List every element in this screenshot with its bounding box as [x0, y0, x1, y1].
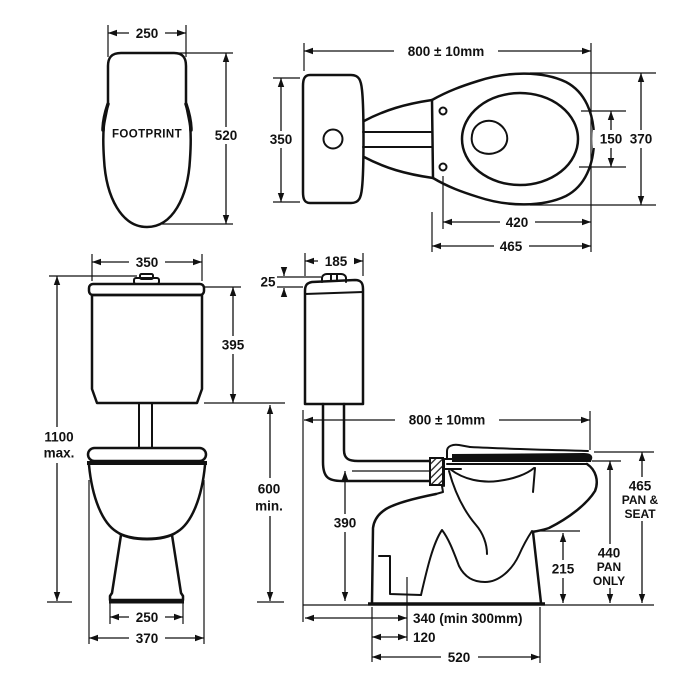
plan-hinge-top — [438, 106, 448, 116]
dim-plan-pan-width-label: 370 — [630, 132, 653, 147]
footprint-label-bg — [115, 127, 179, 142]
plan-view: 800 ± 10mm 350 150 370 420 — [263, 43, 658, 255]
dim-front-base-width: 250 — [109, 603, 184, 625]
dim-front-cistern-width: 350 — [91, 254, 203, 281]
dim-side-outlet-setout: 340 (min 300mm) — [305, 611, 523, 626]
front-view: 350 395 1100 max. 600 min. — [39, 254, 290, 646]
dim-front-overall-height-label2: max. — [44, 446, 75, 461]
footprint-view: FOOTPRINT 250 520 — [101, 25, 244, 229]
side-inlet-lines — [435, 458, 462, 495]
footprint-corner-right — [184, 102, 193, 132]
dim-side-outlet-setout-label: 340 (min 300mm) — [413, 611, 523, 626]
dim-front-clearance-label2: min. — [255, 499, 283, 514]
dim-front-base-width-label: 250 — [136, 610, 159, 625]
dim-plan-cistern-width: 350 — [263, 77, 300, 203]
dim-plan-overall-label: 800 ± 10mm — [408, 44, 484, 59]
dim-side-pan-height-label1: 440 — [598, 546, 621, 561]
dim-side-overall: 800 ± 10mm — [302, 410, 591, 622]
side-seat-band — [452, 453, 593, 462]
dim-side-seat-height-label2: PAN & — [622, 493, 659, 507]
dim-side-button-height-label: 25 — [260, 275, 276, 290]
dim-side-pan-height-label3: ONLY — [593, 574, 625, 588]
dim-side-pan-height: 440 PAN ONLY — [587, 460, 632, 603]
dim-front-overall-height-label1: 1100 — [44, 430, 73, 445]
dim-side-overall-label: 800 ± 10mm — [409, 413, 485, 428]
dim-footprint-depth-label: 520 — [215, 128, 238, 143]
footprint-label: FOOTPRINT — [112, 129, 182, 141]
front-flush-button — [139, 273, 154, 280]
dim-side-seat-height-label3: SEAT — [624, 507, 656, 521]
dim-front-pan-width: 370 — [88, 480, 205, 646]
dim-plan-pan-length-label: 465 — [500, 239, 523, 254]
dim-side-seat-height: 465 PAN & SEAT — [594, 451, 665, 603]
dim-side-cistern-depth-label: 185 — [325, 254, 348, 269]
dim-side-button-height: 25 — [260, 267, 321, 297]
dim-plan-hinge-to-front: 420 — [442, 176, 591, 231]
dim-front-cistern-width-label: 350 — [136, 255, 159, 270]
dim-plan-overall: 800 ± 10mm — [303, 43, 592, 252]
dim-side-base-depth-label: 520 — [448, 650, 471, 665]
front-cistern-body — [90, 293, 204, 405]
side-pan-left — [370, 492, 438, 605]
side-lid-nose — [446, 443, 471, 460]
footprint-corner-left — [101, 102, 110, 132]
side-lid-top — [469, 446, 589, 452]
dim-side-pan-height-label2: PAN — [597, 560, 621, 574]
front-seat-band — [87, 461, 207, 465]
plan-water-spot — [470, 119, 509, 155]
dim-front-clearance-label1: 600 — [258, 482, 281, 497]
dim-footprint-width-label: 250 — [136, 26, 159, 41]
side-flush-button — [321, 273, 347, 283]
side-cistern-lid-line — [304, 291, 364, 295]
dim-footprint-width: 250 — [107, 25, 187, 57]
dim-side-cistern-depth: 185 — [304, 253, 364, 276]
side-view: 185 25 800 ± 10mm 390 465 PAN & S — [260, 253, 665, 666]
side-wall-connector-hatch — [429, 457, 444, 486]
plan-hinge-bottom — [438, 162, 448, 172]
dim-front-pan-width-label: 370 — [136, 631, 159, 646]
dim-footprint-depth: 520 — [153, 52, 244, 225]
dim-plan-cistern-width-label: 350 — [270, 132, 293, 147]
dim-front-overall-height: 1100 max. — [39, 275, 137, 603]
dim-plan-hinge-to-front-label: 420 — [506, 215, 529, 230]
plan-cistern — [301, 73, 365, 205]
dim-side-flush-pipe-height-label: 390 — [334, 516, 357, 531]
side-bowl-sweep — [448, 470, 488, 555]
dim-plan-water-spread-label: 150 — [600, 132, 623, 147]
dim-side-seat-height-label1: 465 — [629, 479, 652, 494]
dim-side-trap-ledge-height-label: 215 — [552, 562, 575, 577]
dim-side-outlet-to-front-label: 120 — [413, 630, 436, 645]
plan-flush-button — [322, 128, 344, 150]
side-outlet-box — [378, 555, 422, 596]
plan-neck-lower — [362, 155, 435, 180]
side-bowl-backwall — [532, 467, 536, 493]
plan-neck-upper — [362, 98, 434, 123]
plan-seat-opening — [460, 91, 580, 187]
front-pedestal — [108, 533, 185, 602]
dim-side-base-depth: 520 — [372, 607, 541, 666]
dim-plan-pan-width: 370 — [530, 72, 658, 206]
side-bowl-opening — [449, 467, 535, 483]
dim-side-flush-pipe-height: 390 — [327, 471, 363, 601]
dim-plan-water-spread: 150 — [579, 110, 628, 168]
dim-front-clearance: 600 min. — [249, 405, 290, 603]
front-cistern-lid — [87, 282, 206, 297]
dim-front-cistern-height-label: 395 — [222, 338, 245, 353]
dim-side-outlet-to-front: 120 — [371, 607, 436, 662]
dim-plan-pan-length: 465 — [431, 212, 591, 255]
dim-side-trap-ledge-height: 215 — [533, 530, 582, 603]
dim-front-cistern-height: 395 — [204, 286, 285, 404]
front-bowl — [87, 463, 207, 540]
front-seat-lid — [86, 446, 208, 463]
side-flush-pipe-inner — [342, 402, 433, 463]
side-trap — [420, 529, 533, 596]
side-cistern — [303, 278, 365, 406]
